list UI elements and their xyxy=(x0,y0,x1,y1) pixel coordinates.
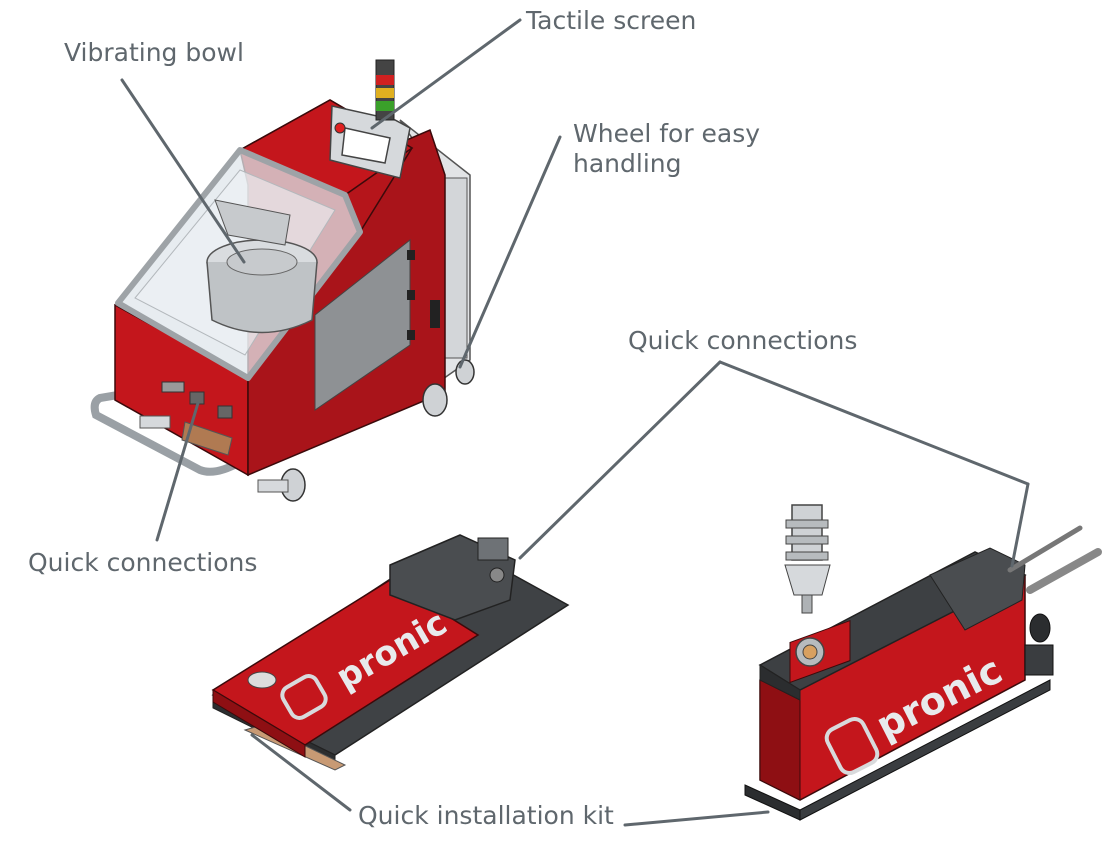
label-wheel: Wheel for easy handling xyxy=(573,119,761,178)
leader-quick-connections-tool-b xyxy=(1010,482,1030,568)
label-quick-connections-left: Quick connections xyxy=(28,548,258,577)
leader-installation-kit-left xyxy=(250,733,352,812)
label-quick-connections-right: Quick connections xyxy=(628,326,858,355)
leader-wheel xyxy=(458,135,562,369)
feeder-cart xyxy=(90,59,475,502)
leader-vibrating-bowl xyxy=(120,78,246,264)
leader-tactile-screen xyxy=(370,18,522,130)
tool-module: pronic xyxy=(744,504,1102,821)
leader-quick-connections-left xyxy=(155,401,200,542)
label-quick-installation-kit: Quick installation kit xyxy=(358,801,614,830)
leader-installation-kit-right xyxy=(623,810,770,827)
label-tactile-screen: Tactile screen xyxy=(526,6,697,35)
leader-quick-connections-tool-a xyxy=(718,360,1030,486)
leader-quick-connections-plate xyxy=(518,360,722,560)
leader-lines xyxy=(120,18,1030,827)
label-vibrating-bowl: Vibrating bowl xyxy=(64,38,244,67)
installation-plate: pronic xyxy=(211,534,570,771)
